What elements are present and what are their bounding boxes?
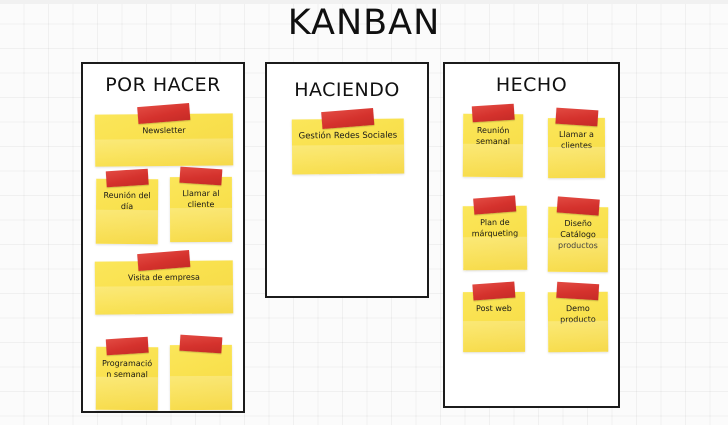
card-programacion-semanal[interactable]: Programación semanal: [95, 336, 159, 411]
card-label: Reunión del día: [103, 190, 151, 212]
card-label: Plan de márqueting: [471, 217, 519, 239]
note-sheen: [547, 320, 609, 353]
card-label: Reunión semanal: [475, 125, 511, 147]
tape-icon: [556, 281, 600, 301]
column-title-haciendo: HACIENDO: [294, 79, 400, 101]
tape-icon: [137, 249, 191, 272]
card-label: Visita de empresa: [127, 272, 200, 283]
card-label: Demo producto: [560, 303, 596, 325]
card-label: Llamar al cliente: [182, 188, 220, 210]
top-band: [0, 0, 728, 4]
card-empty[interactable]: [169, 334, 233, 411]
card-visita-de-empresa[interactable]: Visita de empresa: [94, 249, 234, 315]
card-plan-de-marqueting[interactable]: Plan de márqueting: [462, 195, 528, 271]
note-sheen: [291, 144, 405, 175]
tape-icon: [321, 107, 375, 130]
tape-icon: [471, 103, 515, 123]
note-sheen: [462, 144, 524, 178]
card-diseno-catalogo-productos[interactable]: Diseño Catálogo productos: [547, 196, 609, 273]
card-gestion-redes-sociales[interactable]: Gestión Redes Sociales: [291, 107, 405, 175]
card-post-web[interactable]: Post web: [462, 281, 526, 353]
card-demo-producto[interactable]: Demo producto: [547, 281, 609, 353]
card-newsletter[interactable]: Newsletter: [94, 102, 234, 167]
card-llamar-al-cliente[interactable]: Llamar al cliente: [169, 166, 233, 243]
column-hecho[interactable]: HECHO Reunión semanal Llamar a clientes …: [443, 62, 620, 408]
tape-icon: [179, 166, 223, 186]
tape-icon: [105, 336, 149, 356]
note-sheen: [94, 138, 234, 167]
card-label: Programación semanal: [101, 358, 153, 380]
card-label: Gestión Redes Sociales: [298, 130, 398, 142]
note-sheen: [169, 208, 233, 243]
note-sheen: [169, 376, 233, 411]
column-haciendo[interactable]: HACIENDO Gestión Redes Sociales: [265, 62, 429, 298]
tape-icon: [472, 281, 516, 301]
tape-icon: [473, 195, 517, 215]
tape-icon: [179, 334, 223, 354]
tape-icon: [105, 168, 149, 188]
card-label: Post web: [476, 303, 512, 314]
note-sheen: [94, 285, 234, 315]
tape-icon: [554, 107, 598, 127]
page-title: KANBAN: [287, 3, 441, 43]
column-title-por-hacer: POR HACER: [105, 74, 221, 96]
card-label: Diseño Catálogo productos: [558, 218, 598, 251]
card-reunion-del-dia[interactable]: Reunión del día: [95, 168, 159, 245]
tape-icon: [137, 102, 191, 125]
column-title-hecho: HECHO: [495, 74, 568, 96]
card-label: Newsletter: [142, 125, 186, 136]
card-reunion-semanal[interactable]: Reunión semanal: [462, 103, 524, 178]
card-label: Llamar a clientes: [558, 129, 594, 151]
note-sheen: [95, 377, 159, 411]
note-sheen: [95, 209, 159, 245]
note-sheen: [462, 236, 528, 271]
note-sheen: [547, 146, 606, 179]
card-llamar-a-clientes[interactable]: Llamar a clientes: [547, 107, 606, 179]
tape-icon: [556, 196, 600, 216]
note-sheen: [462, 320, 526, 353]
column-por-hacer[interactable]: POR HACER Newsletter Reunión del día Lla…: [81, 62, 245, 413]
